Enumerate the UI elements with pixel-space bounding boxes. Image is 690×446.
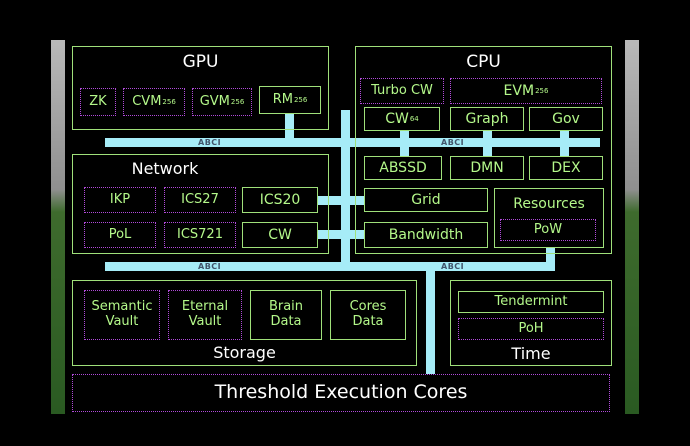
gpu-title: GPU bbox=[182, 52, 219, 73]
cpu-item-dmn: DMN bbox=[450, 156, 524, 180]
cvm-superscript: 256 bbox=[162, 97, 176, 106]
cpu-item-turbo-cw: Turbo CW bbox=[360, 78, 444, 104]
cpu-item-gov: Gov bbox=[529, 107, 603, 131]
time-item-poh: PoH bbox=[458, 318, 604, 340]
storage-item-brain-data: Brain Data bbox=[250, 290, 322, 340]
gvm-superscript: 256 bbox=[230, 97, 245, 106]
network-item-ics721: ICS721 bbox=[164, 222, 236, 248]
bus-dmn-drop bbox=[483, 146, 492, 158]
bus-gpu-rm bbox=[285, 112, 294, 144]
network-item-cw: CW bbox=[242, 222, 318, 248]
abci-label-4: ABCI bbox=[441, 262, 465, 271]
bus-cw-drop bbox=[400, 128, 409, 146]
network-item-ics20: ICS20 bbox=[242, 187, 318, 213]
cw-superscript: 64 bbox=[409, 114, 419, 123]
threshold-execution-cores: Threshold Execution Cores bbox=[72, 374, 610, 412]
network-title: Network bbox=[131, 158, 199, 178]
storage-item-eternal-vault: Eternal Vault bbox=[168, 290, 242, 340]
bus-graph-drop bbox=[483, 128, 492, 146]
cpu-item-bandwidth: Bandwidth bbox=[364, 222, 488, 248]
bus-resources-drop bbox=[546, 248, 555, 266]
bus-vertical-center bbox=[341, 110, 350, 270]
time-section bbox=[450, 280, 612, 366]
storage-title: Storage bbox=[213, 342, 276, 362]
bus-abssd-drop bbox=[400, 146, 409, 158]
gpu-section bbox=[72, 46, 329, 130]
cpu-item-graph: Graph bbox=[450, 107, 524, 131]
gpu-item-zk: ZK bbox=[80, 88, 116, 116]
network-item-ics27: ICS27 bbox=[164, 187, 236, 213]
bus-network-link-2 bbox=[316, 230, 366, 239]
network-item-ikp: IKP bbox=[84, 187, 156, 213]
abci-label-1: ABCI bbox=[198, 138, 222, 147]
evm-superscript: 256 bbox=[535, 86, 549, 95]
left-rail bbox=[51, 40, 65, 414]
abci-label-2: ABCI bbox=[441, 138, 465, 147]
bus-dex-drop bbox=[560, 146, 569, 158]
abci-bus-top bbox=[105, 138, 600, 147]
resources-title: Resources bbox=[513, 195, 585, 212]
cpu-item-dex: DEX bbox=[529, 156, 603, 180]
network-item-pol: PoL bbox=[84, 222, 156, 248]
resources-item-pow: PoW bbox=[500, 219, 596, 241]
bus-vertical-storage bbox=[426, 262, 435, 374]
rm-superscript: 256 bbox=[293, 95, 308, 104]
storage-section bbox=[72, 280, 417, 366]
time-item-tendermint: Tendermint bbox=[458, 291, 604, 313]
cpu-resources-box bbox=[494, 188, 604, 248]
cpu-item-abssd: ABSSD bbox=[364, 156, 442, 180]
bus-left-drop bbox=[105, 262, 114, 271]
time-title: Time bbox=[511, 343, 551, 363]
abci-label-3: ABCI bbox=[198, 262, 222, 271]
storage-item-cores-data: Cores Data bbox=[330, 290, 406, 340]
right-rail bbox=[625, 40, 639, 414]
cpu-title: CPU bbox=[466, 52, 501, 73]
cpu-item-grid: Grid bbox=[364, 188, 488, 212]
abci-bus-bottom bbox=[105, 262, 555, 271]
storage-item-semantic-vault: Semantic Vault bbox=[84, 290, 160, 340]
bus-network-link-1 bbox=[316, 196, 366, 205]
cpu-section bbox=[355, 46, 612, 254]
network-section bbox=[72, 154, 329, 254]
bus-gov-drop bbox=[560, 128, 569, 146]
